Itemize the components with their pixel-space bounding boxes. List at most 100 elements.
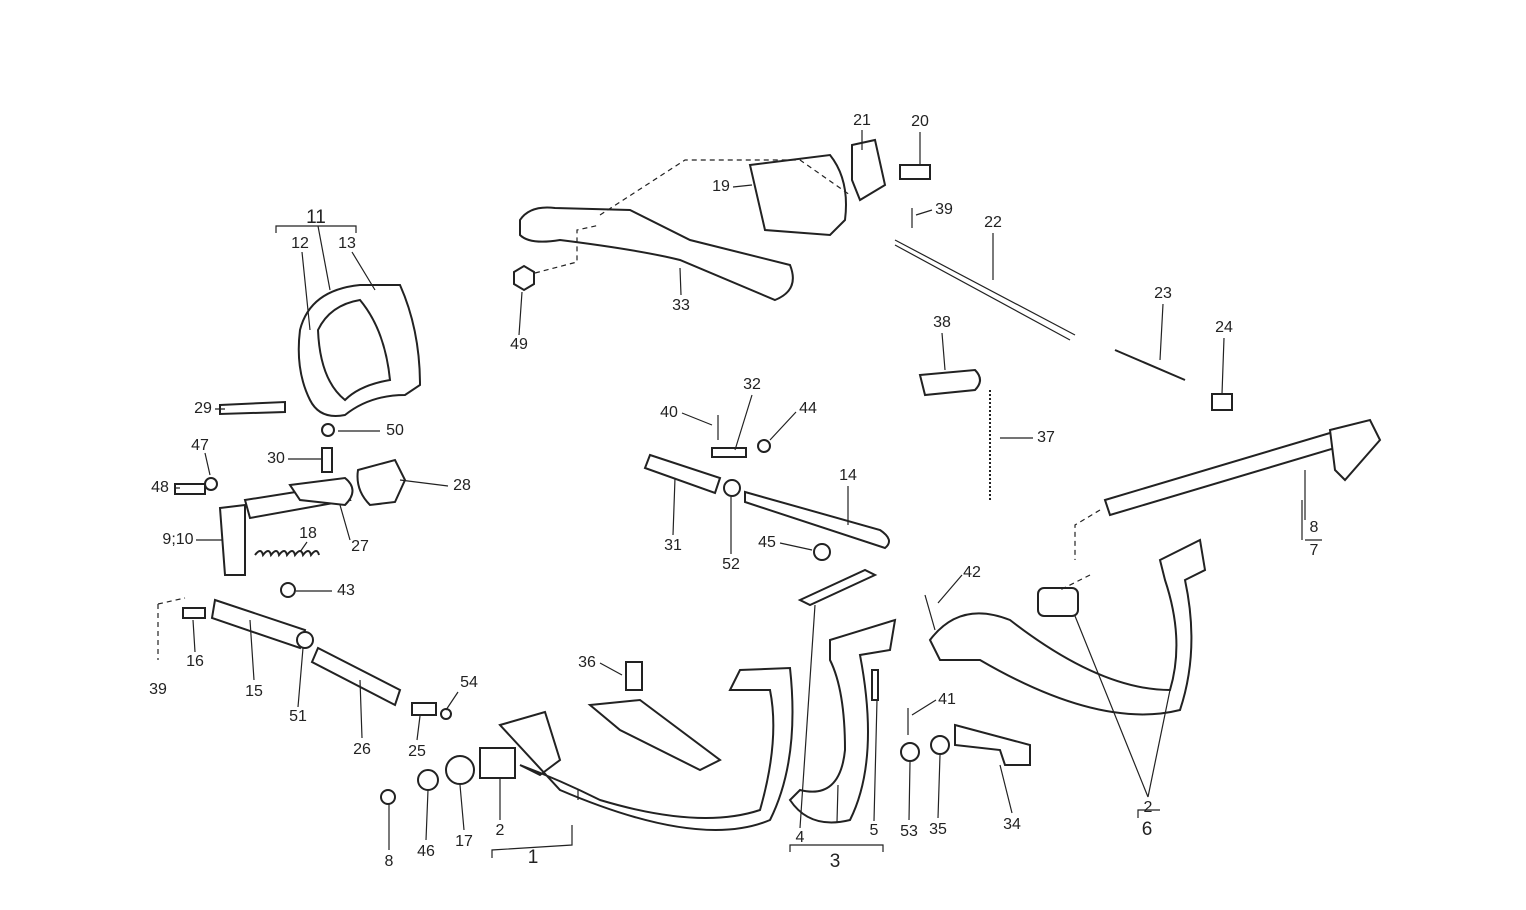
callout-52: 52 [722, 556, 740, 573]
callout-19: 19 [712, 178, 730, 195]
callout-48: 48 [151, 479, 169, 496]
callout-46: 46 [417, 843, 435, 860]
callout-14: 14 [839, 467, 857, 484]
callout-23: 23 [1154, 285, 1172, 302]
bolt-48 [174, 483, 206, 495]
washer-35 [930, 735, 950, 755]
sector-19 [748, 153, 847, 237]
callout-15: 15 [245, 683, 263, 700]
rod-22 [894, 239, 1076, 336]
grease-nipple-8 [380, 789, 396, 805]
sleeve-24 [1211, 393, 1233, 411]
pin-29 [219, 400, 286, 416]
clevis-25 [411, 702, 437, 716]
callout-26: 26 [353, 741, 371, 758]
callout-37: 37 [1037, 429, 1055, 446]
callout-9-10: 9;10 [162, 531, 193, 548]
callout-43: 43 [337, 582, 355, 599]
pin-16 [182, 607, 206, 619]
callout-42: 42 [963, 564, 981, 581]
callout-30: 30 [267, 450, 285, 467]
callout-45: 45 [758, 534, 776, 551]
callout-2a: 2 [496, 822, 505, 839]
callout-20: 20 [911, 113, 929, 130]
callout-49: 49 [510, 336, 528, 353]
callout-8a: 8 [385, 853, 394, 870]
nut-52 [723, 479, 741, 497]
callout-2b: 2 [1144, 799, 1153, 816]
tube-31 [643, 453, 722, 495]
callout-5: 5 [870, 822, 879, 839]
plate-21 [851, 138, 887, 202]
lever-9-10 [218, 503, 246, 576]
bushing-2 [479, 747, 516, 779]
washer-43 [280, 582, 296, 598]
spring-23 [1114, 349, 1186, 381]
washer-45 [813, 543, 831, 561]
pin-5 [871, 669, 879, 701]
callout-51: 51 [289, 708, 307, 725]
washer-51 [296, 631, 314, 649]
bracket-38 [918, 368, 981, 397]
rod-14 [744, 490, 890, 550]
callout-25: 25 [408, 743, 426, 760]
nut-47 [204, 477, 218, 491]
washer-44 [757, 439, 771, 453]
pedal-3 [788, 618, 897, 824]
callout-39a: 39 [149, 681, 167, 698]
pad-4 [797, 568, 878, 607]
rod-15 [210, 598, 307, 650]
callout-3: 3 [830, 851, 841, 872]
callout-6: 6 [1142, 819, 1153, 840]
callout-21: 21 [853, 112, 871, 129]
bracket-28 [356, 458, 407, 507]
spring-18 [254, 550, 320, 558]
callout-28: 28 [453, 477, 471, 494]
bushing-2b [1037, 587, 1079, 617]
callout-39b: 39 [935, 201, 953, 218]
callout-17: 17 [455, 833, 473, 850]
callout-50: 50 [386, 422, 404, 439]
callout-41: 41 [938, 691, 956, 708]
callout-27: 27 [351, 538, 369, 555]
callout-32: 32 [743, 376, 761, 393]
callout-29: 29 [194, 400, 212, 417]
circlip-46 [417, 769, 439, 791]
callout-40: 40 [660, 404, 678, 421]
callout-16: 16 [186, 653, 204, 670]
lever-36 [587, 698, 722, 772]
callout-44: 44 [799, 400, 817, 417]
callout-47: 47 [191, 437, 209, 454]
pin-32 [711, 447, 747, 458]
callout-12: 12 [291, 235, 309, 252]
callout-38: 38 [933, 314, 951, 331]
callout-34: 34 [1003, 816, 1021, 833]
clip-54 [440, 708, 452, 720]
callout-1: 1 [528, 847, 539, 868]
pedal-1 [498, 666, 794, 831]
fork-8 [1328, 418, 1382, 482]
callout-8b: 8 [1310, 519, 1319, 536]
knob-36 [625, 661, 643, 691]
bolt-30 [321, 447, 333, 473]
callout-33: 33 [672, 297, 690, 314]
callout-53: 53 [900, 823, 918, 840]
callout-7: 7 [1310, 542, 1319, 559]
split-pin-42 [924, 594, 936, 631]
callout-labels: 11 12 13 29 50 47 30 48 28 9;10 27 18 43… [149, 112, 1318, 872]
callout-31: 31 [664, 537, 682, 554]
callout-22: 22 [984, 214, 1002, 231]
nut-53 [900, 742, 920, 762]
hand-lever-33 [519, 206, 794, 302]
turnbuckle-26 [310, 646, 402, 707]
washer-50 [321, 423, 335, 437]
shaft-7 [1103, 428, 1347, 517]
arm-27 [288, 476, 354, 507]
plate-34 [954, 723, 1031, 766]
callout-35: 35 [929, 821, 947, 838]
brake-band [297, 284, 422, 417]
callout-54: 54 [460, 674, 478, 691]
pedal-6 [928, 538, 1207, 716]
callout-4: 4 [796, 829, 805, 846]
